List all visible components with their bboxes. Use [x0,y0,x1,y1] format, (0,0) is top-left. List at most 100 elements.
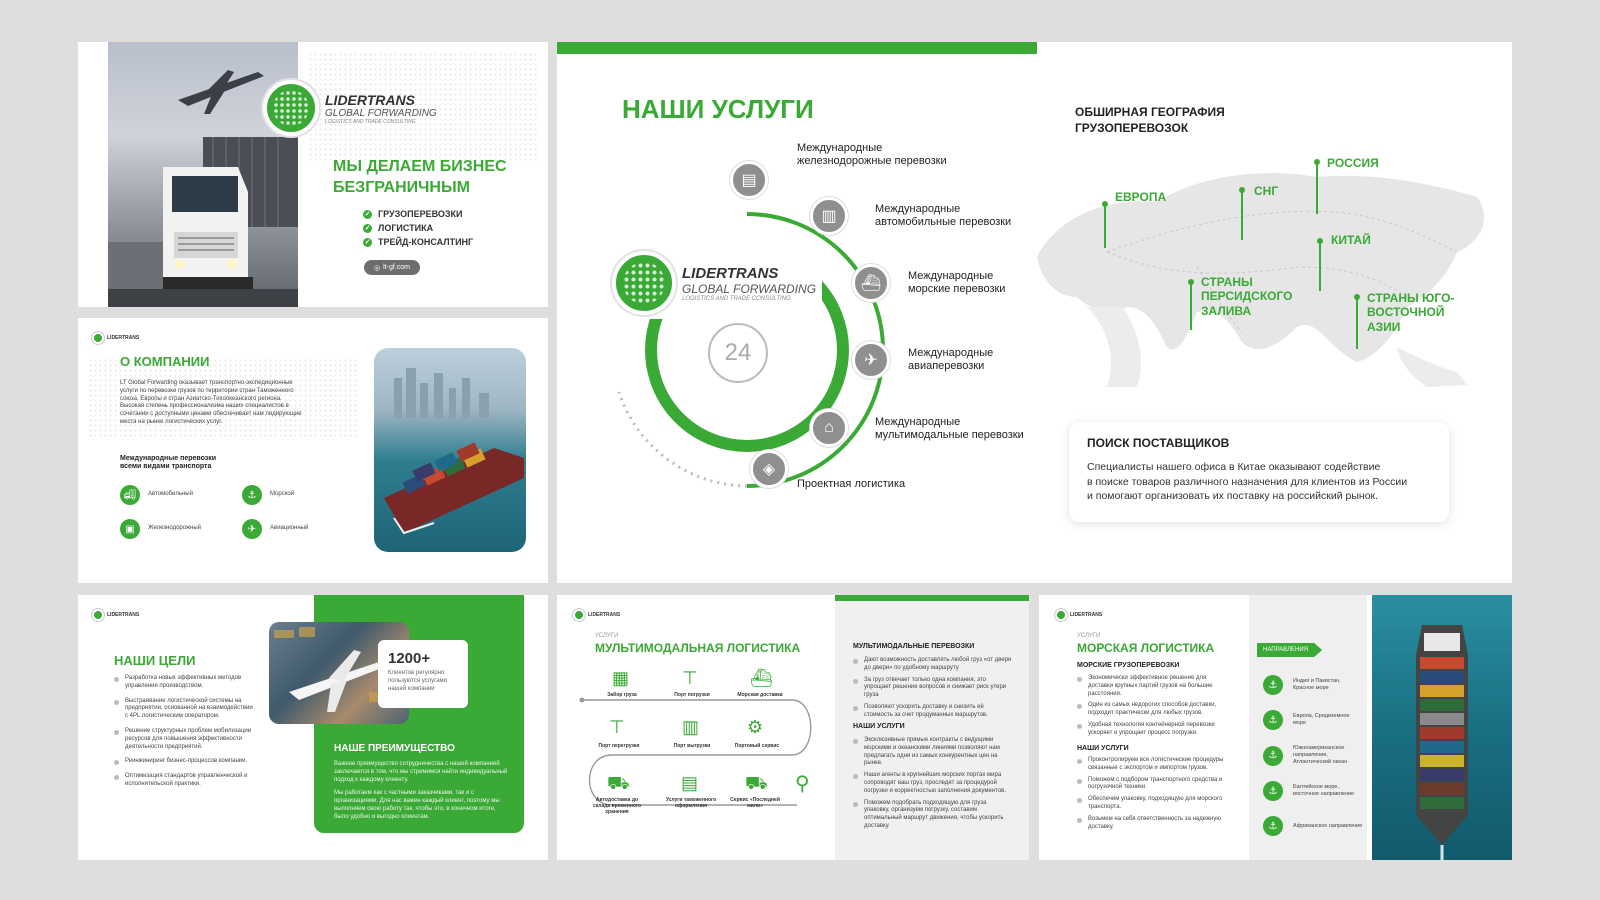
mini-logo: LIDERTRANS [92,609,139,621]
service-line: Международные [908,270,994,282]
brand-sub: GLOBAL FORWARDING [325,107,437,119]
logo-icon [573,609,585,621]
direction-item: ⚓︎Европа, Средиземное море [1263,710,1363,730]
step-label: Порт выгрузки [673,743,711,749]
hero-bullets: ГРУЗОПЕРЕВОЗКИ ЛОГИСТИКА ТРЕЙД-КОНСАЛТИН… [363,209,473,251]
gulf-line: ЗАЛИВА [1201,303,1252,318]
bullet-text: Проконтролируем все логистические процед… [1088,757,1224,771]
geo-title: ОБШИРНАЯ ГЕОГРАФИЯ ГРУЗОПЕРЕВОЗОК [1075,104,1225,136]
service-line: морские перевозки [908,283,1006,296]
hero-photo [108,42,298,307]
supplier-line: Специалисты нашего офиса в Китае оказыва… [1087,461,1381,473]
direction-label: Африканское направление [1293,822,1363,829]
ship-illustration [384,368,524,535]
directions-label: НАПРАВЛЕНИЯ [1263,647,1309,653]
clock-24-icon: 24 [708,323,768,383]
container-ship-photo [1372,595,1512,860]
sea-list-1: Экономически эффективное решение для дос… [1077,675,1232,742]
pin-cis [1239,187,1245,240]
document-icon: ▤ [681,773,699,793]
anchor-icon: ⚓︎ [1263,710,1283,730]
side-bullet: Дают возможность доставлять любой груз «… [853,657,1013,673]
ship-topview-illustration [1416,625,1468,860]
train-icon: ▣ [120,519,140,539]
logo-icon [92,332,104,344]
goals-title: НАШИ ЦЕЛИ [114,653,196,668]
slide-multimodal: LIDERTRANS УСЛУГИ МУЛЬТИМОДАЛЬНАЯ ЛОГИСТ… [557,595,1029,860]
goal-item: Разработка новых эффективных методов упр… [114,675,254,691]
mode-label: Железнодорожный [148,525,202,532]
stat-description: Клиентов регулярно пользуются услугами н… [388,670,448,692]
mini-logo: LIDERTRANS [92,332,139,344]
goal-item: Выстраивание логистической системы на пр… [114,698,254,721]
service-line: Международные [797,142,883,154]
bullet-text: Экономически эффективное решение для дос… [1088,675,1213,697]
clock-label: 24 [724,339,752,366]
mode-item: ✈︎Авиационный [242,519,342,539]
transport-subtitle: Международные перевозки всеми видами тра… [120,455,216,472]
world-map [1037,173,1485,387]
van-icon: ⛟︎ [745,773,768,793]
bullet-text: Наши агенты в крупнейших морских портах … [864,772,1007,794]
ship-icon: ⚓︎ [242,485,262,505]
train-icon: ▤ [730,161,768,199]
headline-line-1: МЫ ДЕЛАЕМ БИЗНЕС [333,158,507,175]
mode-label: Авиационный [270,525,309,532]
advantage-title: НАШЕ ПРЕИМУЩЕСТВО [334,743,455,754]
ship-icon: ⛴︎ [750,668,773,688]
mini-logo-text: LIDERTRANS [588,611,621,618]
sea-title: МОРСКАЯ ЛОГИСТИКА [1077,641,1215,655]
pickup-icon: ▦ [612,668,630,688]
url-text: lt-gf.com [383,264,410,271]
bullet-text: За груз отвечает только одна компания, э… [864,676,1007,699]
sea-bullet: Возьмем на себя ответственность за надеж… [1077,816,1232,832]
anchor-icon: ⚓︎ [1263,781,1283,802]
goal-text: Решение структурных проблем мобилизации … [125,727,252,750]
slide-about: LIDERTRANS О КОМПАНИИ LT Global Forwardi… [78,318,548,583]
service-line: железнодорожные перевозки [797,155,947,168]
location-pin-icon: ⚲ [795,773,810,795]
mini-logo-text: LIDERTRANS [107,611,140,618]
gulf-line: СТРАНЫ [1201,275,1253,289]
step-label: Портовый сервис [734,743,780,749]
goal-item: Решение структурных проблем мобилизации … [114,728,254,751]
slide-hero: LIDERTRANS GLOBAL FORWARDING LOGISTICS A… [78,42,548,307]
directions-list: ⚓︎Индия и Пакистан, Красное море ⚓︎Европ… [1263,675,1363,851]
multimodal-title: МУЛЬТИМОДАЛЬНАЯ ЛОГИСТИКА [595,641,801,655]
directions-panel: НАПРАВЛЕНИЯ ⚓︎Индия и Пакистан, Красное … [1249,595,1367,860]
side-bullet: Позволяют ускорить доставку и снизить её… [853,704,1013,720]
direction-label: Индия и Пакистан, Красное море [1293,677,1341,691]
side-bullet: Поможем подобрать подходящую для груза у… [853,800,1013,831]
truck-icon: ⛟︎ [607,773,630,793]
side-bullet: За груз отвечает только одна компания, э… [853,677,1013,700]
slide-goals: LIDERTRANS НАШИ ЦЕЛИ Разработка новых эф… [78,595,548,860]
box-icon: ◈ [750,450,788,488]
url-pill[interactable]: ◎lt-gf.com [364,260,420,275]
service-line: Международные [908,347,994,359]
sea-bullet: Поможем с подбором транспортного средств… [1077,777,1232,793]
goal-text: Выстраивание логистической системы на пр… [125,697,253,720]
truck-icon: ▥ [810,197,848,235]
sea-subtitle-2: НАШИ УСЛУГИ [1077,745,1129,752]
dot-map-bg [88,358,358,438]
label-russia: РОССИЯ [1327,156,1379,170]
step-label: Порт погрузки [674,692,710,698]
service-line: авиаперевозки [908,360,985,373]
truck-plane-illustration [108,70,298,307]
ship-photo [374,348,526,552]
side-panel: МУЛЬТИМОДАЛЬНЫЕ ПЕРЕВОЗКИ Дают возможнос… [835,595,1029,860]
advantage-text: Важное преимущество сотрудничества с наш… [334,761,510,822]
direction-item: ⚓︎Балтийское море, восточное направление [1263,781,1363,802]
direction-item: ⚓︎Индия и Пакистан, Красное море [1263,675,1363,695]
stat-value: 1200+ [388,650,431,667]
bullet-text: Удобная технология контейнерной перевозк… [1088,721,1215,736]
bullet-text: Возьмем на себя ответственность за надеж… [1088,815,1221,830]
about-title: О КОМПАНИИ [120,354,210,369]
label-china: КИТАЙ [1331,233,1371,247]
goal-text: Оптимизация стандартов управленческой и … [125,773,248,787]
sea-list-2: Проконтролируем все логистические процед… [1077,757,1232,835]
bullet-item: ЛОГИСТИКА [363,223,473,233]
plane-icon: ✈︎ [852,341,890,379]
